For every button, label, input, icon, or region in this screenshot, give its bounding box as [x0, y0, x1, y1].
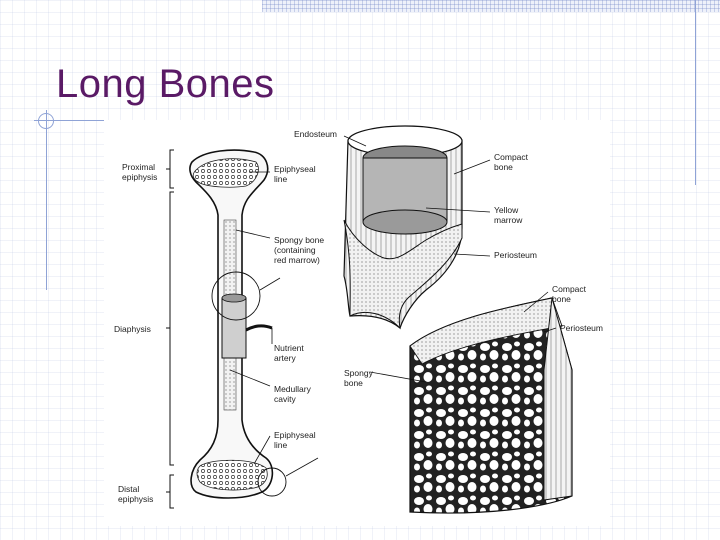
label-compact-bone-bottom: Compact bone — [552, 284, 588, 304]
decorative-line-left — [46, 110, 47, 290]
slide-title: Long Bones — [56, 62, 275, 106]
label-yellow-marrow: Yellow marrow — [494, 205, 523, 225]
label-proximal-epiphysis: Proximal epiphysis — [122, 162, 157, 182]
compact-bone-cutaway — [343, 125, 463, 330]
bone-shape — [189, 149, 287, 499]
label-brackets — [166, 149, 174, 509]
label-compact-bone-top: Compact bone — [494, 152, 530, 172]
label-medullary-cavity: Medullary cavity — [274, 384, 313, 404]
label-epiphyseal-line-top: Epiphyseal line — [274, 164, 318, 184]
label-distal-epiphysis: Distal epiphysis — [118, 484, 153, 504]
label-nutrient-artery: Nutrient artery — [274, 343, 306, 363]
long-bone-illustration: Proximal epiphysis Epiphyseal line Spong… — [114, 125, 603, 514]
header-decoration-band — [262, 0, 720, 12]
label-periosteum-bottom: Periosteum — [560, 323, 603, 333]
title-ring-ornament — [38, 113, 54, 129]
long-bone-diagram: Proximal epiphysis Epiphyseal line Spong… — [104, 120, 610, 526]
decorative-line-right — [695, 0, 696, 185]
leader-lines-cylinder — [343, 135, 491, 257]
label-epiphyseal-line-bottom: Epiphyseal line — [274, 430, 318, 450]
leader-lines-bone — [229, 171, 319, 477]
label-periosteum-top: Periosteum — [494, 250, 537, 260]
spongy-bone-block — [409, 297, 573, 514]
label-diaphysis: Diaphysis — [114, 324, 151, 334]
leader-lines-block — [369, 291, 557, 383]
label-spongy-bone-red-marrow: Spongy bone (containing red marrow) — [274, 235, 326, 265]
label-endosteum: Endosteum — [294, 129, 337, 139]
label-spongy-bone: Spongy bone — [344, 368, 375, 388]
